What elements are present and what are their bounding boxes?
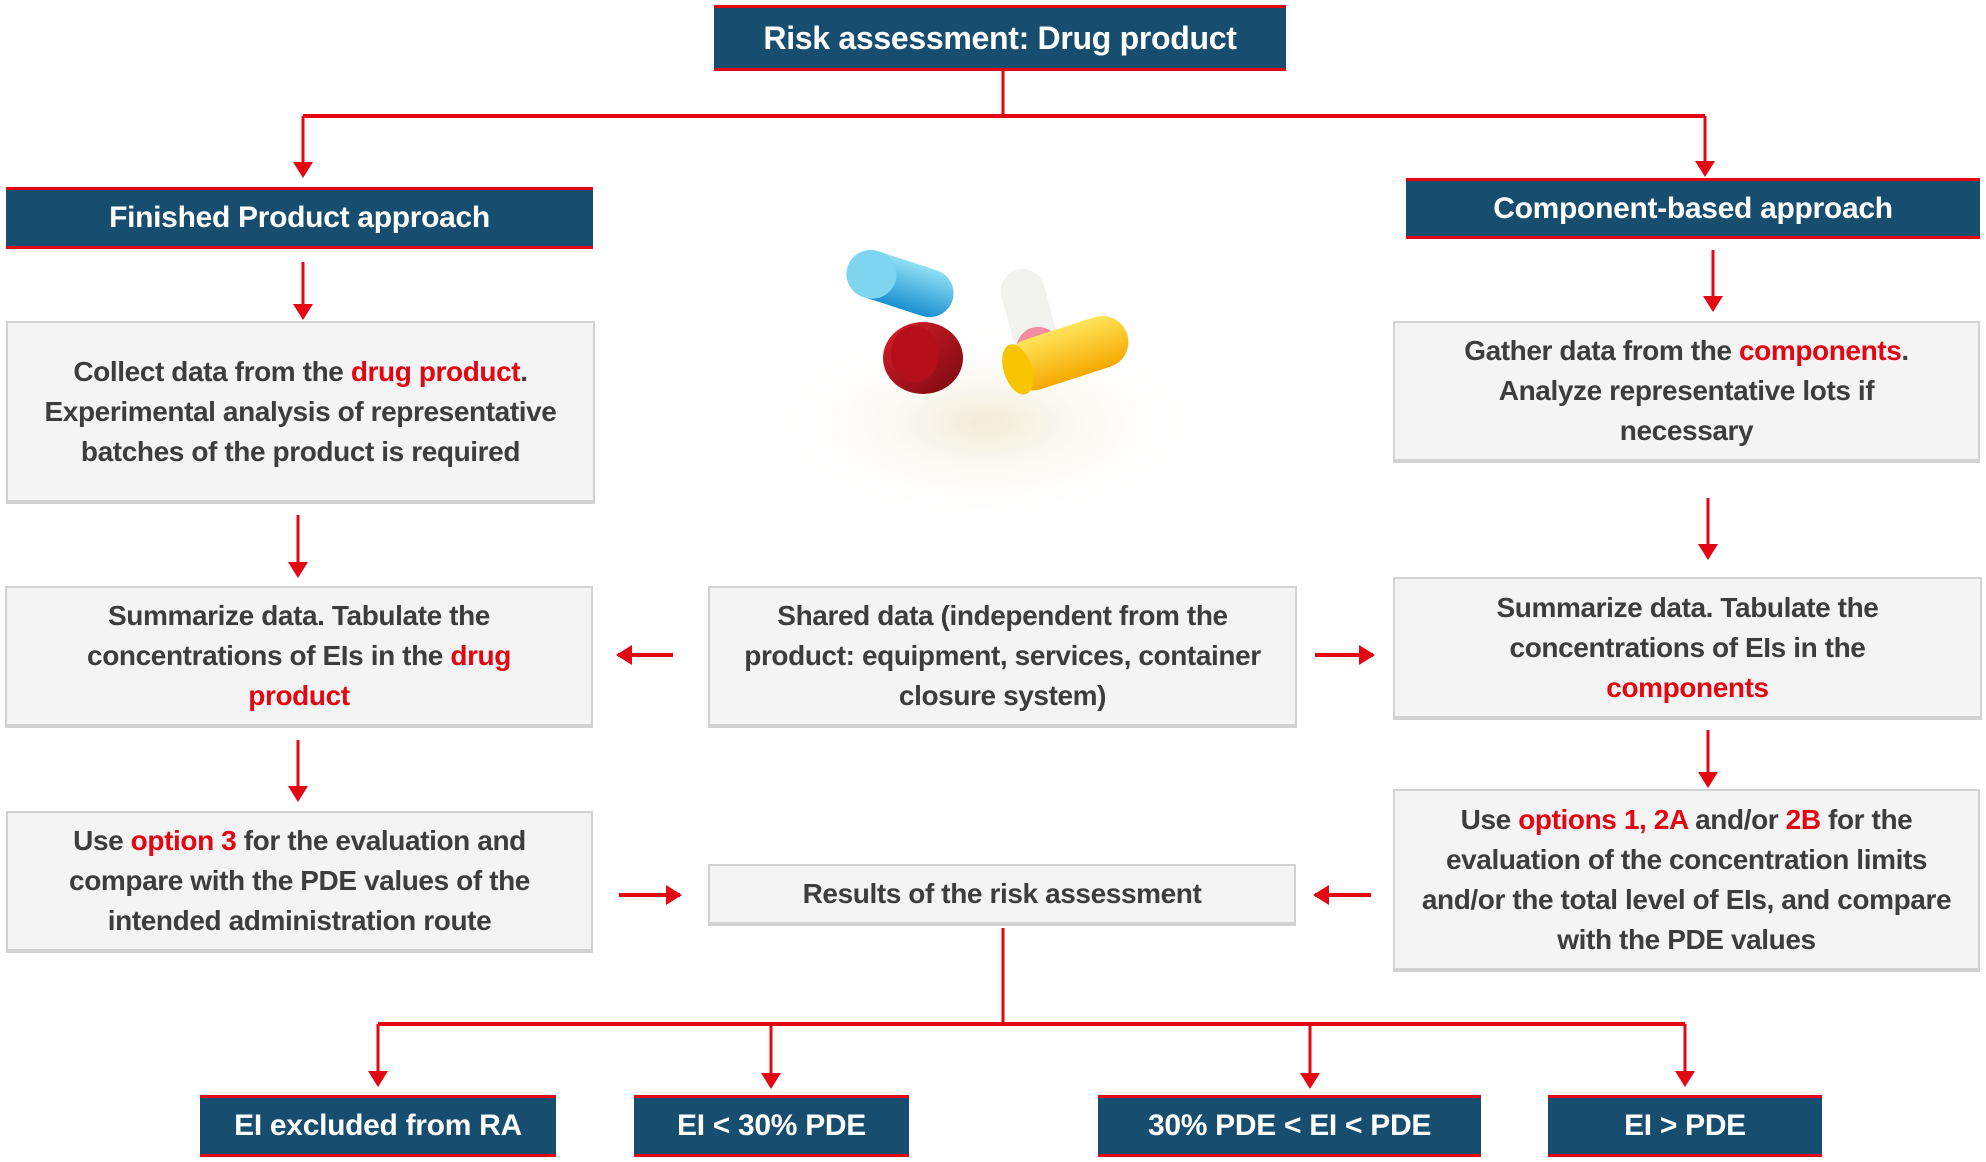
outcome-excluded: EI excluded from RA (200, 1095, 556, 1157)
collect-data-box: Collect data from the drug product. Expe… (6, 321, 595, 504)
outcome-above-pde: EI > PDE (1548, 1095, 1822, 1157)
highlight: options 1, 2A (1518, 803, 1688, 835)
text: Summarize data. Tabulate the concentrati… (87, 600, 490, 671)
highlight: components (1738, 335, 1902, 366)
use-option-3-box: Use option 3 for the evaluation and comp… (6, 811, 593, 953)
text: Summarize data. Tabulate the concentrati… (1496, 591, 1879, 663)
text: Gather data from the (1464, 335, 1739, 366)
text: Collect data from the (73, 355, 351, 387)
shared-text: Shared data (independent from the produc… (744, 600, 1261, 711)
finished-product-label: Finished Product approach (109, 201, 490, 234)
highlight: option 3 (130, 825, 237, 856)
outcome-between: 30% PDE < EI < PDE (1098, 1095, 1481, 1157)
title-text: Risk assessment: Drug product (763, 19, 1237, 56)
component-based-label: Component-based approach (1493, 191, 1893, 225)
text: Use (1460, 803, 1519, 835)
shared-data-box: Shared data (independent from the produc… (708, 586, 1297, 728)
results-box: Results of the risk assessment (708, 864, 1296, 926)
outcome-label: EI excluded from RA (234, 1109, 522, 1142)
title-box: Risk assessment: Drug product (714, 5, 1286, 71)
text: . Experimental analysis of representativ… (44, 355, 557, 467)
highlight: components (1606, 671, 1769, 703)
outcome-label: EI > PDE (1624, 1109, 1746, 1142)
highlight: drug product (350, 355, 521, 387)
use-options-box: Use options 1, 2A and/or 2B for the eval… (1393, 789, 1980, 972)
outcome-label: 30% PDE < EI < PDE (1147, 1109, 1432, 1142)
text: and/or (1687, 803, 1786, 835)
gather-data-box: Gather data from the components. Analyze… (1393, 321, 1980, 463)
results-text: Results of the risk assessment (802, 878, 1202, 909)
highlight: 2B (1785, 803, 1821, 835)
summarize-drug-product-box: Summarize data. Tabulate the concentrati… (5, 586, 593, 728)
finished-product-header: Finished Product approach (6, 187, 593, 249)
text: Use (73, 825, 131, 856)
highlight: drug product (248, 640, 511, 711)
component-based-header: Component-based approach (1406, 178, 1980, 239)
outcome-below-30: EI < 30% PDE (634, 1095, 909, 1157)
summarize-components-box: Summarize data. Tabulate the concentrati… (1393, 577, 1982, 720)
text: . Analyze representative lots if necessa… (1498, 335, 1909, 446)
outcome-label: EI < 30% PDE (677, 1109, 866, 1142)
capsules-image (770, 250, 1199, 513)
text: for the evaluation and compare with the … (69, 825, 530, 936)
text: for the evaluation of the concentration … (1421, 803, 1952, 955)
